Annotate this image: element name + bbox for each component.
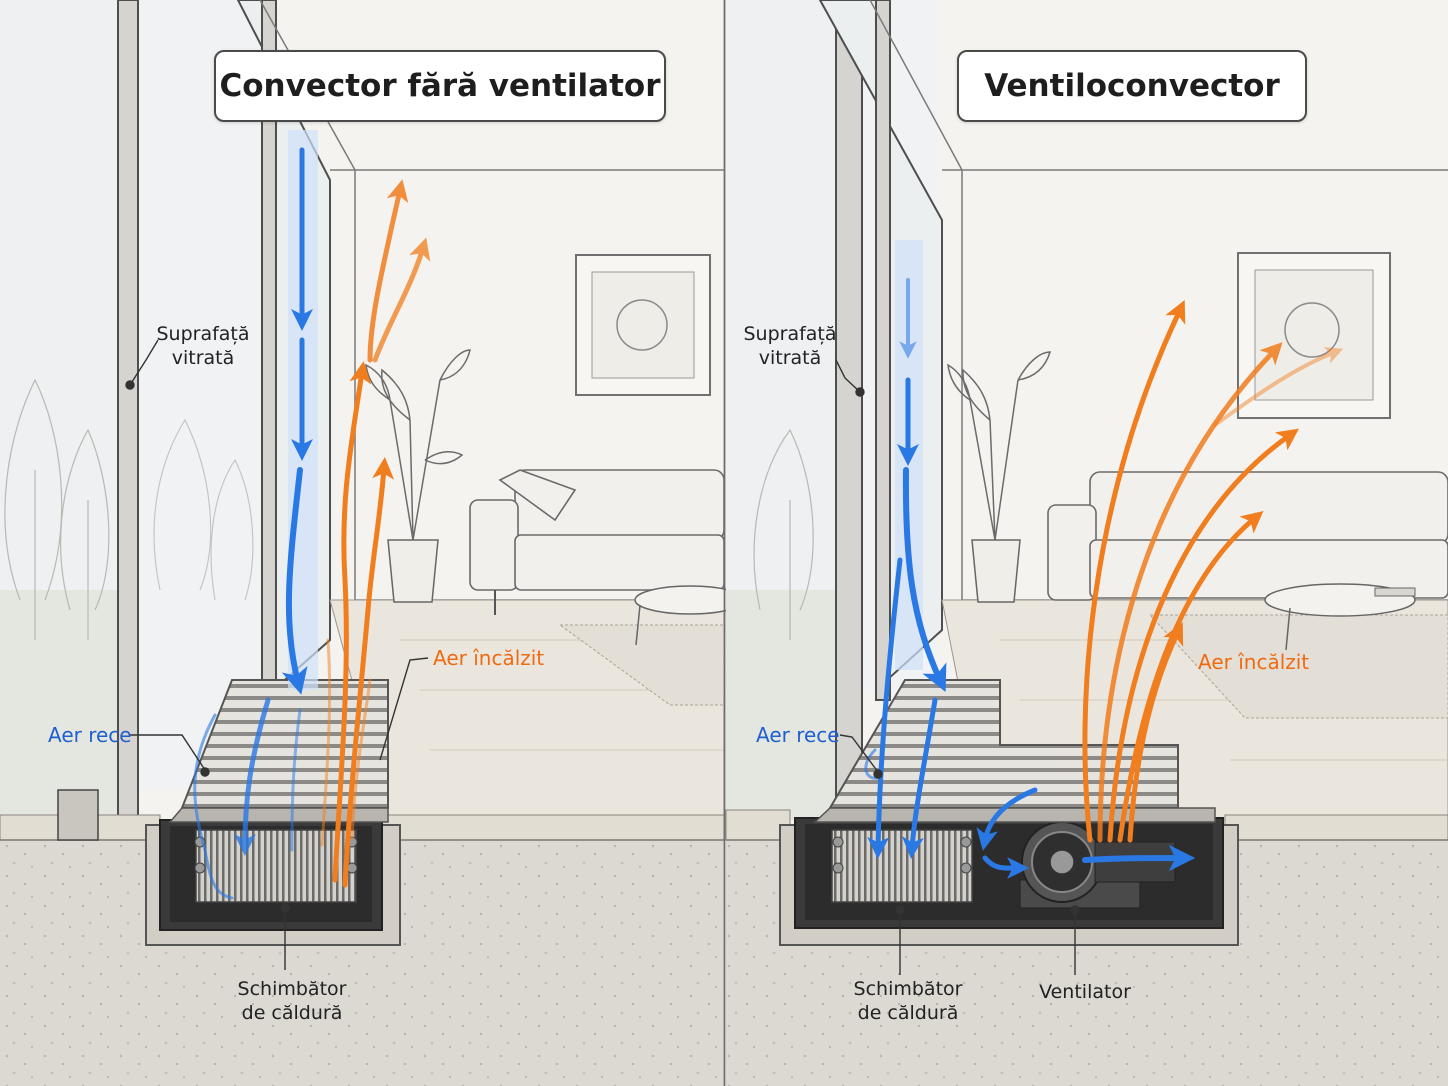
right-fan-label: Ventilator (1039, 981, 1131, 1003)
right-leader-lines (835, 359, 1080, 975)
right-glass-surface-label: Suprafață vitrată (735, 322, 845, 370)
left-glass-label-line1: Suprafață (156, 323, 250, 345)
left-exchanger-label-line1: Schimbător (237, 978, 347, 1000)
left-warm-air-arrows (320, 179, 431, 888)
right-glass-label-line1: Suprafață (743, 323, 837, 345)
left-warm-air-label: Aer încălzit (433, 646, 545, 670)
right-heat-exchanger-label: Schimbător de căldură (838, 977, 978, 1025)
left-cold-air-label: Aer rece (48, 723, 132, 747)
left-cold-air-arrows (193, 130, 318, 900)
right-exchanger-label-line2: de căldură (857, 1002, 959, 1024)
right-warm-air-label: Aer încălzit (1198, 650, 1310, 674)
left-heat-exchanger-label: Schimbător de căldură (222, 977, 362, 1025)
right-warm-air-arrows (1082, 300, 1344, 843)
right-glass-label-line2: vitrată (758, 347, 822, 369)
right-panel-title: Ventiloconvector (957, 50, 1307, 122)
left-panel-scene (0, 0, 746, 1086)
left-panel-title: Convector fără ventilator (214, 50, 666, 122)
right-cold-air-label: Aer rece (756, 723, 840, 747)
right-panel-scene (725, 0, 1448, 1086)
left-glass-surface-label: Suprafață vitrată (148, 322, 258, 370)
left-leader-lines (125, 339, 429, 970)
left-exchanger-label-line2: de căldură (241, 1002, 343, 1024)
left-glass-label-line2: vitrată (171, 347, 235, 369)
right-cold-air-arrows (864, 240, 1196, 880)
right-exchanger-label-line1: Schimbător (853, 978, 963, 1000)
